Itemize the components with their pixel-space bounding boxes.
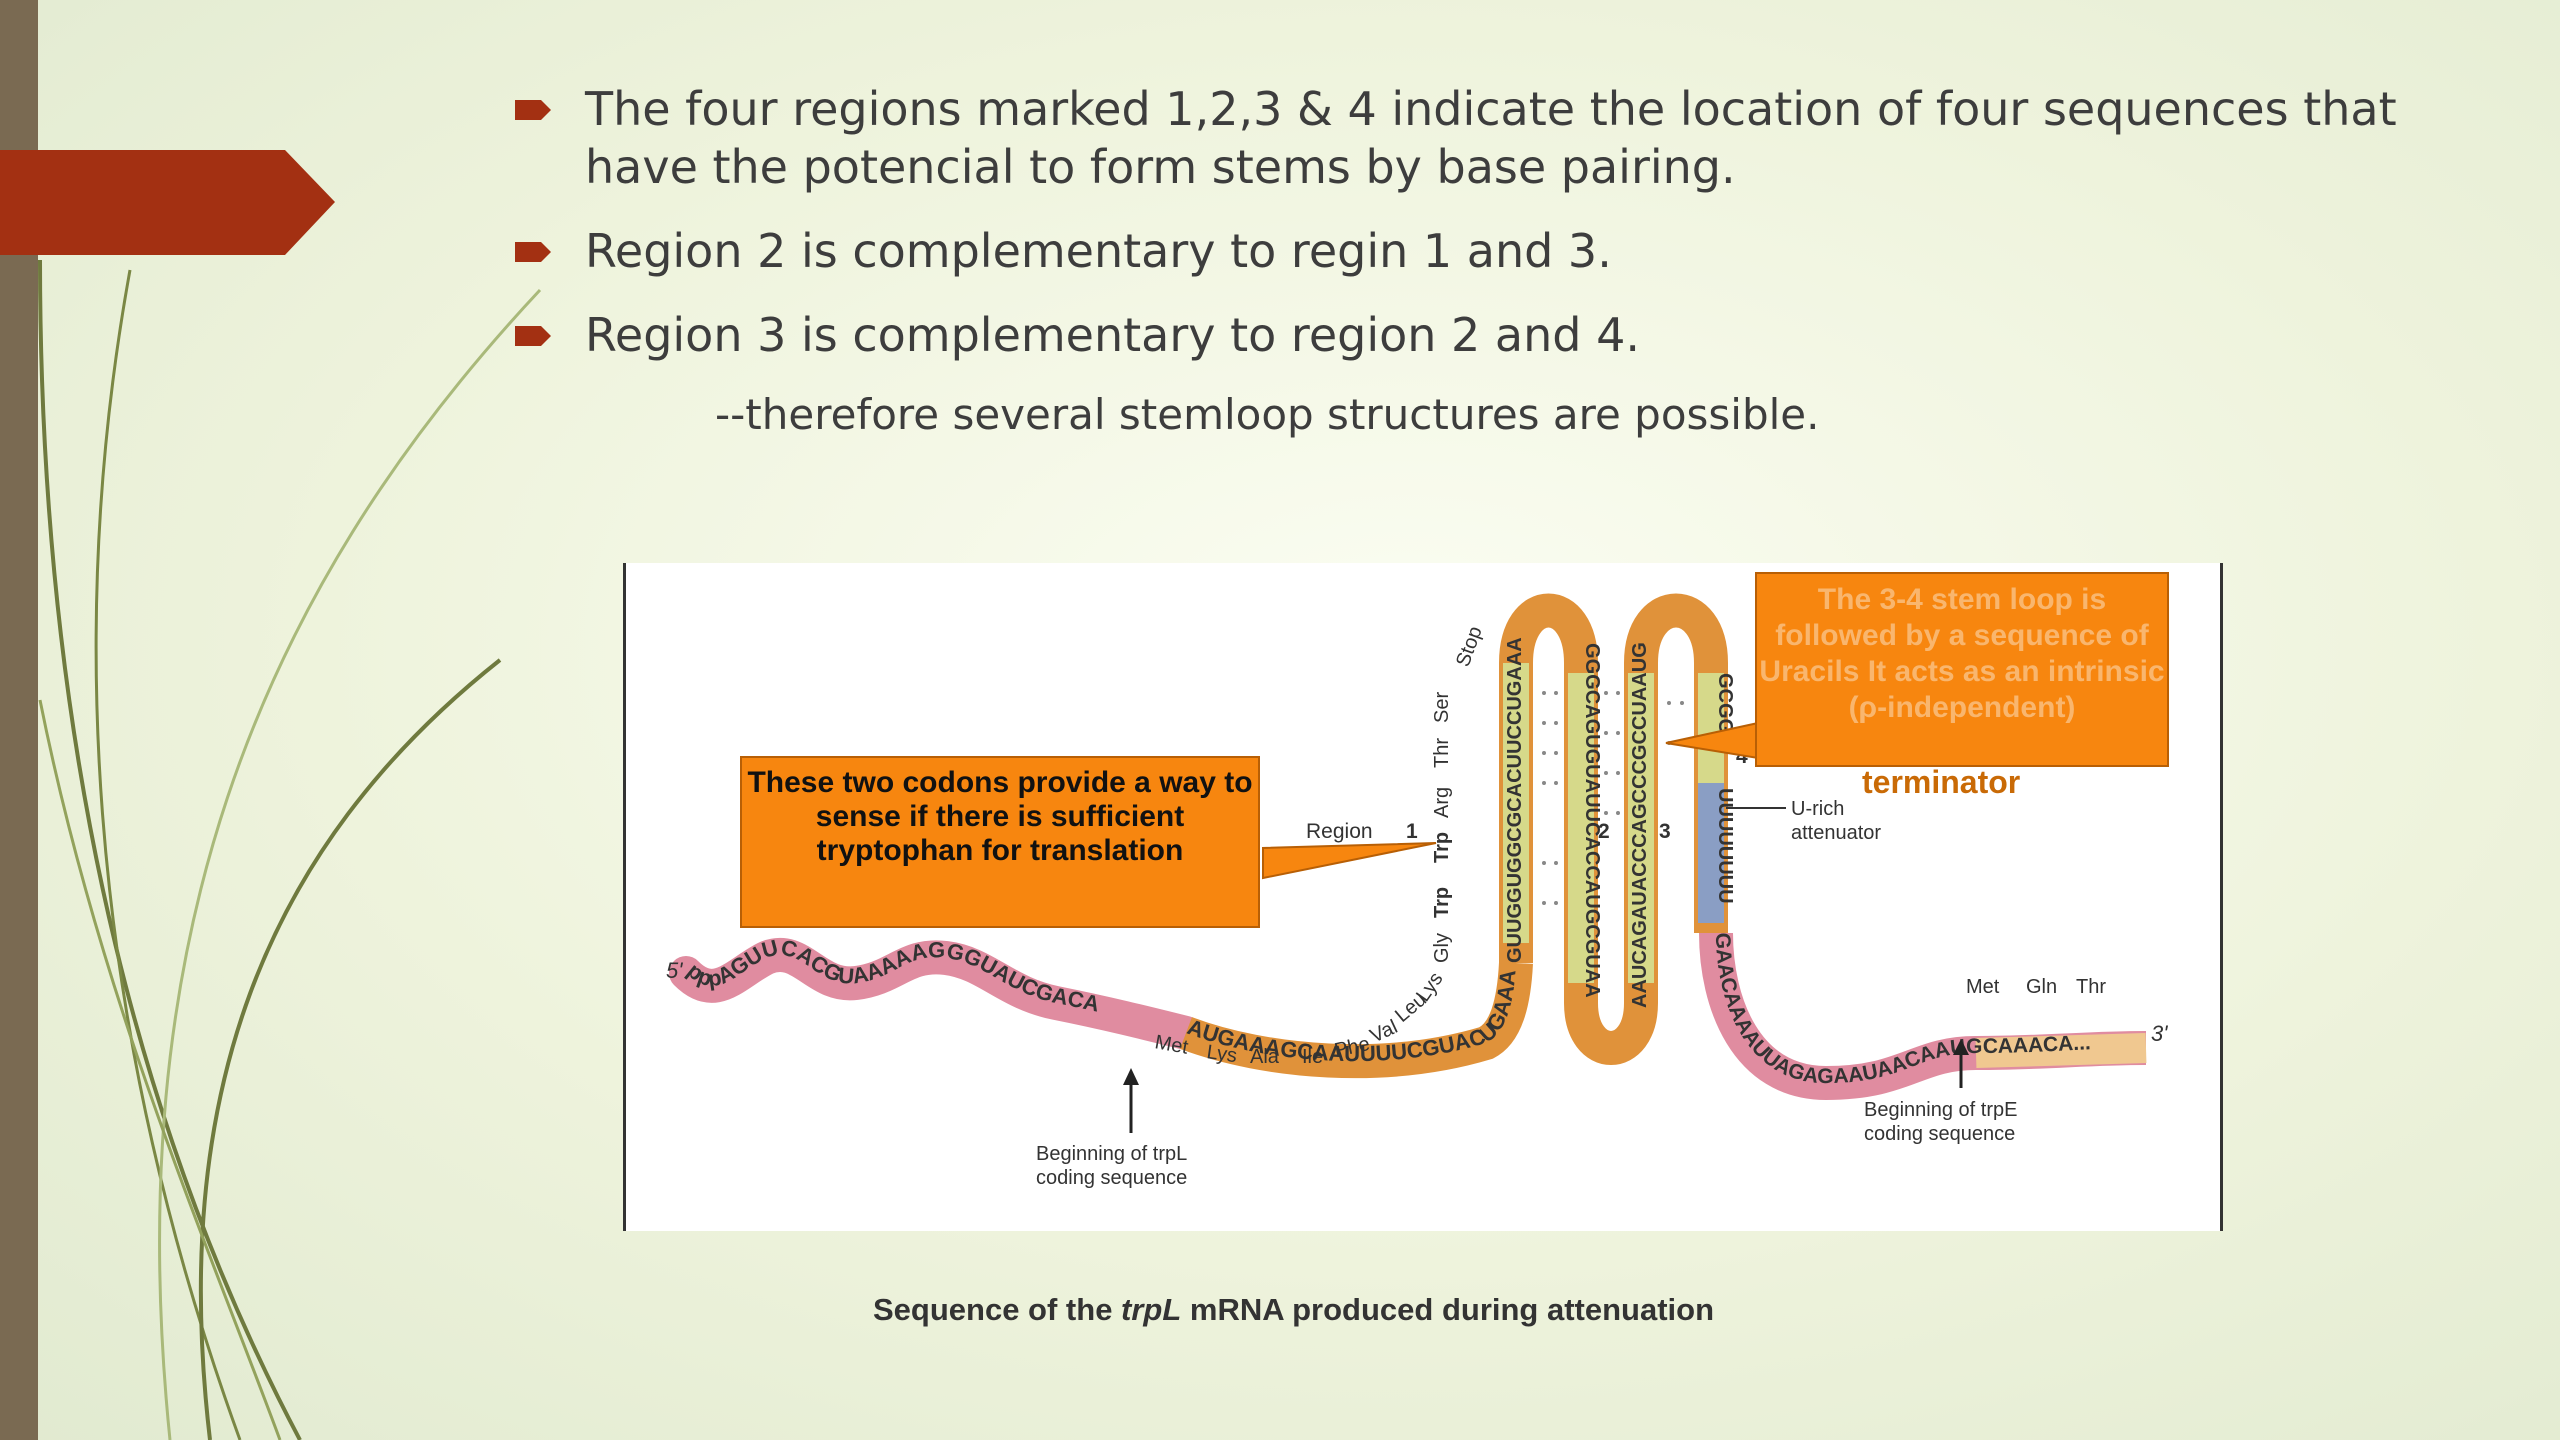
region-number-3: 3 (1659, 820, 1671, 843)
trpE-start-label-line2: coding sequence (1864, 1123, 2015, 1145)
codons-callout-pointer (1262, 842, 1437, 880)
three-prime-label: 3' (2151, 1021, 2168, 1046)
caption-italic: trpL (1121, 1292, 1182, 1327)
amino-acid-label: Lys (1205, 1041, 1238, 1067)
urich-sequence: UUUUUUUU (1714, 788, 1736, 904)
region-number-1: 1 (1406, 820, 1418, 843)
urich-label-line1: U-rich (1791, 798, 1844, 820)
arrow-bullet-icon (515, 100, 551, 120)
bullet-text: Region 3 is complementary to region 2 an… (585, 308, 1640, 362)
bullet-item: The four regions marked 1,2,3 & 4 indica… (515, 80, 2495, 196)
terminator-callout: The 3-4 stem loop is followed by a seque… (1755, 572, 2169, 767)
decorative-lines (38, 259, 542, 1440)
amino-acid-label: Ile (1302, 1046, 1323, 1068)
amino-acid-label: Gln (2026, 976, 2057, 998)
amino-acid-trp: Trp (1431, 887, 1453, 918)
caption-pre: Sequence of the (873, 1292, 1122, 1327)
region-number-2: 2 (1598, 820, 1610, 843)
amino-acid-label: Thr (2076, 976, 2106, 998)
amino-acid-label: Met (1153, 1031, 1190, 1059)
arrow-bullet-icon (515, 242, 551, 262)
bullet-text: The four regions marked 1,2,3 & 4 indica… (585, 82, 2397, 194)
leader-strand (686, 955, 1186, 1033)
figure-caption: Sequence of the trpL mRNA produced durin… (873, 1292, 1714, 1328)
terminator-word: terminator (1862, 764, 2021, 800)
bullet-text: Region 2 is complementary to regin 1 and… (585, 224, 1612, 278)
arrowhead-icon (1123, 1068, 1139, 1085)
urich-label-line2: attenuator (1791, 822, 1881, 844)
arrow-bullet-icon (515, 326, 551, 346)
codons-callout: These two codons provide a way to sense … (740, 756, 1260, 928)
amino-acid-label: Thr (1431, 738, 1453, 768)
trpL-start-label-line2: coding sequence (1036, 1167, 1187, 1189)
title-arrow-tab (0, 150, 335, 255)
trpL-start-label-line1: Beginning of trpL (1036, 1143, 1187, 1165)
trpE-start-label-line1: Beginning of trpE (1864, 1099, 2017, 1121)
amino-acid-label: Stop (1452, 624, 1487, 670)
base-pair-dots (1542, 691, 1684, 905)
amino-acid-label: Ala (1250, 1046, 1280, 1068)
trpE-strand (1975, 1033, 2147, 1068)
amino-acid-label: Arg (1431, 787, 1453, 818)
amino-acid-label: Met (1966, 976, 2000, 998)
bullet-item: Region 2 is complementary to regin 1 and… (515, 222, 2495, 280)
sub-text: --therefore several stemloop structures … (715, 390, 1820, 439)
amino-acid-trp: Trp (1431, 832, 1453, 863)
bullet-list: The four regions marked 1,2,3 & 4 indica… (515, 80, 2495, 390)
arrowhead-icon (1953, 1039, 1969, 1055)
region-label: Region (1306, 820, 1373, 843)
five-prime-label: 5' (666, 958, 683, 983)
caption-post: mRNA produced during attenuation (1181, 1292, 1715, 1327)
stem-loop-strand (1499, 593, 1728, 1065)
amino-acid-label: Ser (1431, 692, 1453, 723)
bullet-item: Region 3 is complementary to region 2 an… (515, 306, 2495, 364)
amino-acid-label: Gly (1431, 933, 1453, 963)
